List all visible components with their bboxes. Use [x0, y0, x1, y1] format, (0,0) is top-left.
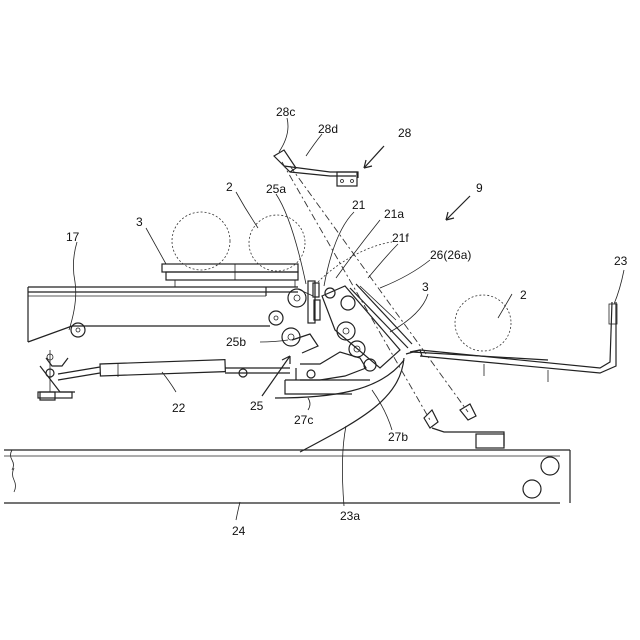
chute-23a — [275, 358, 404, 452]
upstream-cans-2 — [172, 212, 305, 271]
sensor-beams — [282, 162, 468, 420]
label-2-downstream: 2 — [520, 288, 527, 302]
label-22: 22 — [172, 401, 186, 415]
upstream-conveyor-17 — [28, 287, 313, 342]
lower-sensor — [424, 404, 504, 448]
label-21a: 21a — [384, 207, 404, 221]
transfer-mechanism-21 — [282, 281, 412, 394]
label-23: 23 — [614, 254, 628, 268]
downstream-box-3 — [412, 352, 548, 360]
downstream-can-2 — [455, 295, 511, 351]
label-24: 24 — [232, 524, 246, 538]
label-27b: 27b — [388, 430, 408, 444]
label-26: 26(26a) — [430, 248, 471, 262]
label-3-downstream: 3 — [422, 280, 429, 294]
label-25a: 25a — [266, 182, 286, 196]
label-9: 9 — [476, 181, 483, 195]
arrow-28 — [364, 146, 384, 168]
label-25: 25 — [250, 399, 264, 413]
label-25b: 25b — [226, 335, 246, 349]
label-17: 17 — [66, 230, 80, 244]
label-21f: 21f — [392, 231, 409, 245]
label-28: 28 — [398, 126, 412, 140]
upstream-boxes-3 — [162, 264, 298, 287]
arrow-9 — [446, 196, 470, 220]
arrow-25 — [262, 356, 290, 396]
label-28d: 28d — [318, 122, 338, 136]
leader-lines — [69, 118, 624, 520]
label-21: 21 — [352, 198, 366, 212]
label-3-upstream: 3 — [136, 215, 143, 229]
label-2-upstream: 2 — [226, 180, 233, 194]
lower-conveyor-24 — [4, 450, 570, 503]
sensor-28 — [274, 150, 358, 186]
label-28c: 28c — [276, 105, 295, 119]
label-27c: 27c — [294, 413, 313, 427]
label-23a: 23a — [340, 509, 360, 523]
